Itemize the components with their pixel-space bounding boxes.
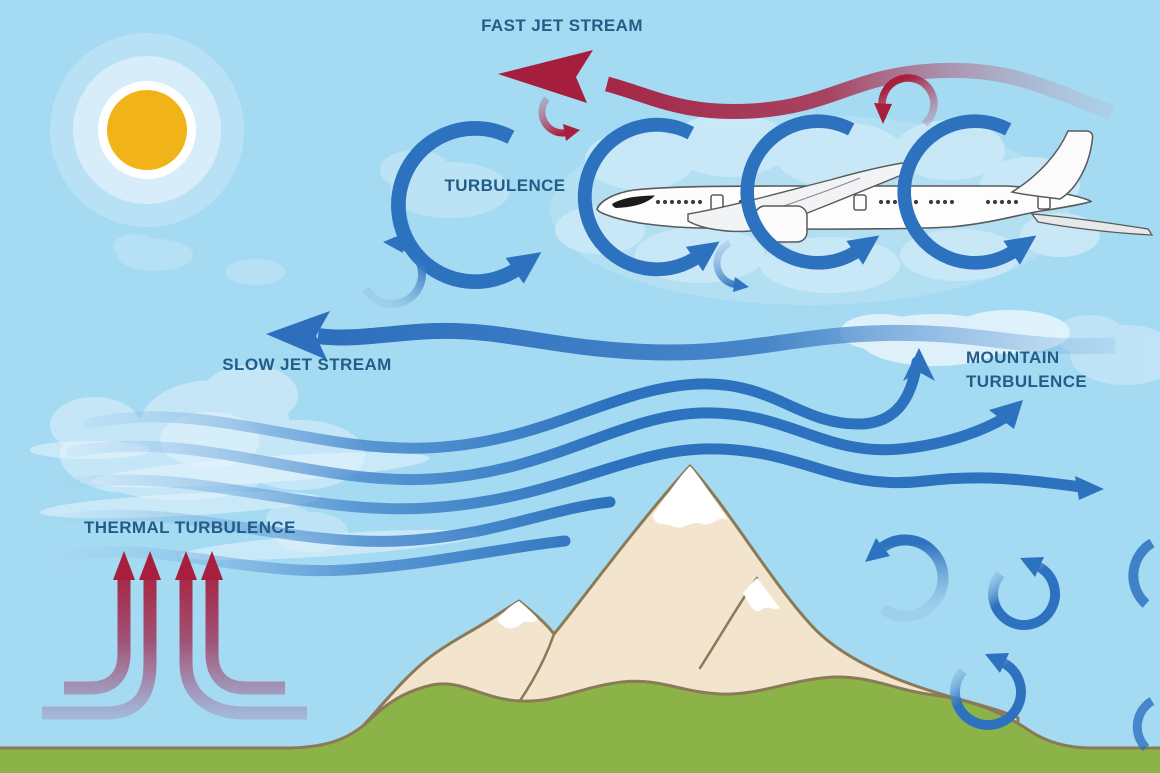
mountain-turbulence-label-line1: MOUNTAIN	[966, 348, 1060, 367]
mountain	[360, 464, 1020, 742]
thermal-arrow-4	[205, 577, 285, 695]
blue-curl-under-plane	[713, 239, 737, 289]
blue-curl-left	[362, 240, 426, 309]
thermal-arrow-1	[64, 577, 131, 695]
cloud-small-upper-left	[113, 234, 285, 285]
red-curl-arrow-left	[538, 96, 568, 137]
mountain-body	[360, 464, 1020, 742]
streamline-2	[66, 407, 1012, 486]
streamline-4	[49, 496, 616, 547]
cockpit-window	[612, 195, 655, 208]
horizontal-stabilizer	[1030, 213, 1154, 236]
streamline-5	[56, 535, 571, 577]
lee-eddy-3	[949, 657, 1026, 731]
thermal-arrow-3	[179, 577, 307, 720]
airplane-tail	[1010, 130, 1154, 236]
small-curl-arrows	[362, 235, 749, 309]
streamline-3	[52, 443, 1088, 515]
slow-jet-stream-label: SLOW JET STREAM	[222, 355, 391, 374]
lee-eddy-4-partial	[1128, 538, 1155, 608]
tail-fin	[1010, 130, 1094, 200]
grass-outline	[0, 675, 1160, 750]
mountain-turbulence-label-line2: TURBULENCE	[966, 372, 1087, 391]
diagram-labels: FAST JET STREAM TURBULENCE SLOW JET STRE…	[84, 16, 1087, 537]
streamline-1	[82, 356, 923, 454]
turbulence-label: TURBULENCE	[444, 176, 565, 195]
thermal-arrowheads	[113, 551, 223, 580]
thermal-arrow-2	[42, 577, 157, 720]
lee-eddy-1	[877, 534, 949, 622]
sun-icon	[50, 33, 244, 227]
slow-jet-stream-arrow	[266, 311, 1116, 361]
thermal-arrows	[42, 577, 307, 720]
streamline-arrowheads	[903, 348, 1104, 500]
lee-eddies	[865, 534, 1155, 752]
fast-jet-stream-arrow	[498, 50, 1115, 141]
red-curl-arrow-right	[878, 74, 938, 127]
ground	[0, 675, 1160, 773]
lee-eddy-2	[988, 561, 1061, 630]
snow-caps	[497, 466, 780, 629]
lee-eddy-5-partial	[1132, 697, 1155, 752]
mountain-wave-streamlines	[49, 356, 1088, 577]
thermal-turbulence-label: THERMAL TURBULENCE	[84, 518, 296, 537]
fast-jet-stream-label: FAST JET STREAM	[481, 16, 643, 35]
